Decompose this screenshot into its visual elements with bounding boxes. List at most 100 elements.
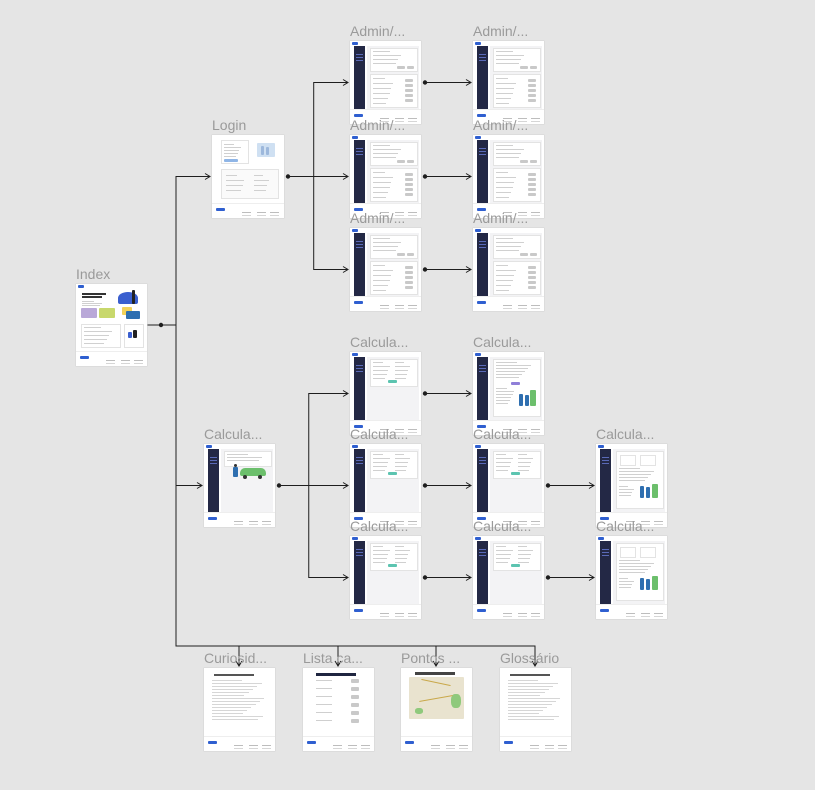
connector-line [278, 393, 348, 486]
frame-calc-1a[interactable] [350, 352, 421, 435]
bar-mark [133, 330, 137, 338]
frame-label[interactable]: Calcula... [350, 518, 409, 534]
frame-label[interactable]: Pontos ... [401, 650, 461, 666]
frame-label[interactable]: Calcula... [596, 518, 655, 534]
text-line [496, 403, 508, 404]
frame-calc-2a[interactable] [350, 444, 421, 527]
frame-label[interactable]: Admin/... [473, 210, 529, 226]
text-line [373, 285, 388, 286]
row-action [405, 173, 413, 176]
text-line [212, 713, 243, 714]
text-line [496, 51, 513, 52]
text-line [84, 343, 105, 344]
frame-calc-2b[interactable] [473, 444, 544, 527]
sidebar-item [602, 555, 609, 556]
text-line [496, 242, 524, 243]
row-action [528, 178, 536, 181]
frame-label[interactable]: Calcula... [473, 426, 532, 442]
frame-calc-root[interactable] [204, 444, 275, 527]
frame-calc-2c[interactable] [596, 444, 667, 527]
sidebar [477, 541, 488, 605]
text-line [496, 371, 525, 372]
text-line [496, 197, 510, 198]
frame-label[interactable]: Admin/... [350, 23, 406, 39]
frame-label[interactable]: Calcula... [473, 334, 532, 350]
frame-admin-3a[interactable] [350, 228, 421, 311]
text-line [496, 458, 513, 459]
text-line [373, 366, 390, 367]
text-line [496, 250, 519, 251]
connector-arrowhead [342, 390, 349, 397]
brand-logo [352, 229, 358, 232]
text-line [373, 550, 390, 551]
frame-label[interactable]: Lista ca... [303, 650, 363, 666]
frame-label[interactable]: Login [212, 117, 247, 133]
frame-admin-1b[interactable] [473, 41, 544, 124]
frame-label[interactable]: Admin/... [473, 117, 529, 133]
text-line [395, 554, 409, 555]
row-action [405, 193, 413, 196]
frame-label[interactable]: Calcula... [473, 518, 532, 534]
frame-label[interactable]: Admin/... [350, 210, 406, 226]
frame-admin-3b[interactable] [473, 228, 544, 311]
person-illustration [640, 486, 644, 498]
text-line [496, 103, 510, 104]
footer-column [408, 118, 417, 119]
footer-column [531, 305, 540, 306]
frame-pontos[interactable] [401, 668, 472, 751]
frame-glossario[interactable] [500, 668, 571, 751]
row-action [405, 188, 413, 191]
footer-column [262, 745, 271, 746]
sidebar-item [602, 463, 609, 464]
text-line [224, 144, 234, 145]
frame-admin-2b[interactable] [473, 135, 544, 218]
connector-origin-dot [285, 174, 291, 179]
frame-footer [473, 109, 544, 124]
frame-label[interactable]: Calcula... [350, 426, 409, 442]
footer-column [503, 613, 512, 614]
frame-label[interactable]: Admin/... [350, 117, 406, 133]
frame-curiosidades[interactable] [204, 668, 275, 751]
frame-login[interactable] [212, 135, 284, 218]
list-item-button [351, 687, 359, 691]
text-line [496, 285, 511, 286]
frame-calc-3a[interactable] [350, 536, 421, 619]
mini-card [640, 547, 656, 558]
frame-label[interactable]: Calcula... [596, 426, 655, 442]
form-card [493, 451, 541, 479]
frame-lista[interactable] [303, 668, 374, 751]
text-line [496, 546, 506, 547]
footer-column [348, 745, 357, 746]
person-illustration [525, 395, 529, 406]
text-line [496, 454, 506, 455]
row-action [528, 271, 536, 274]
text-line [373, 290, 387, 291]
frame-label[interactable]: Calcula... [350, 334, 409, 350]
frame-label[interactable]: Calcula... [204, 426, 263, 442]
footer-column [518, 118, 527, 119]
footer-column [531, 118, 540, 119]
frame-admin-1a[interactable] [350, 41, 421, 124]
text-line [619, 581, 634, 582]
action-button [530, 160, 537, 163]
frame-calc-3b[interactable] [473, 536, 544, 619]
text-line [373, 78, 386, 79]
text-line [226, 185, 243, 186]
frame-calc-1b[interactable] [473, 352, 544, 435]
sidebar-item [356, 460, 363, 461]
sidebar-item [479, 247, 486, 248]
frame-admin-2a[interactable] [350, 135, 421, 218]
frame-label[interactable]: Glossário [500, 650, 560, 666]
frame-calc-3c[interactable] [596, 536, 667, 619]
frame-label[interactable]: Index [76, 266, 111, 282]
row-action [528, 276, 536, 279]
footer-column [518, 613, 527, 614]
text-line [373, 59, 399, 60]
frame-label[interactable]: Admin/... [473, 23, 529, 39]
frame-index[interactable] [76, 284, 147, 366]
text-line [496, 388, 507, 389]
frame-label[interactable]: Curiosid... [204, 650, 268, 666]
sidebar [354, 140, 365, 204]
sidebar [208, 449, 219, 513]
row-action [528, 183, 536, 186]
